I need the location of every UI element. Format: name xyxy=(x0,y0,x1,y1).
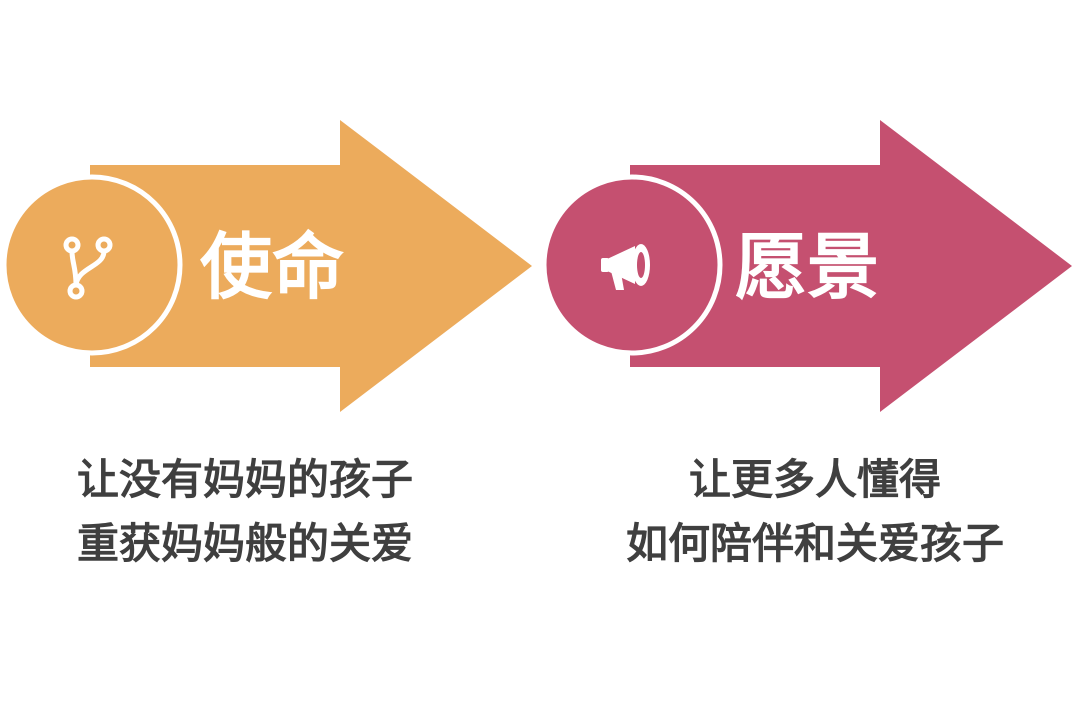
mission-line-1: 让没有妈妈的孩子 xyxy=(76,455,413,504)
mission-line-2: 重获妈妈般的关爱 xyxy=(76,519,413,568)
vision-title: 愿景 xyxy=(735,225,880,309)
mission-arrow-shape xyxy=(90,120,532,412)
vision-line-1: 让更多人懂得 xyxy=(688,455,941,504)
mission-arrow xyxy=(4,120,532,412)
mission-title: 使命 xyxy=(200,225,345,309)
vision-description: 让更多人懂得 如何陪伴和关爱孩子 xyxy=(545,448,1080,576)
vision-arrow-shape xyxy=(630,120,1072,412)
branch-icon xyxy=(63,236,113,300)
vision-arrow xyxy=(541,120,1072,412)
mission-description: 让没有妈妈的孩子 重获妈妈般的关爱 xyxy=(0,448,515,576)
vision-card: 愿景 让更多人懂得 如何陪伴和关爱孩子 xyxy=(540,0,1080,709)
mission-card: 使命 让没有妈妈的孩子 重获妈妈般的关爱 xyxy=(0,120,532,576)
vision-line-2: 如何陪伴和关爱孩子 xyxy=(625,519,1004,568)
megaphone-icon xyxy=(601,244,650,290)
